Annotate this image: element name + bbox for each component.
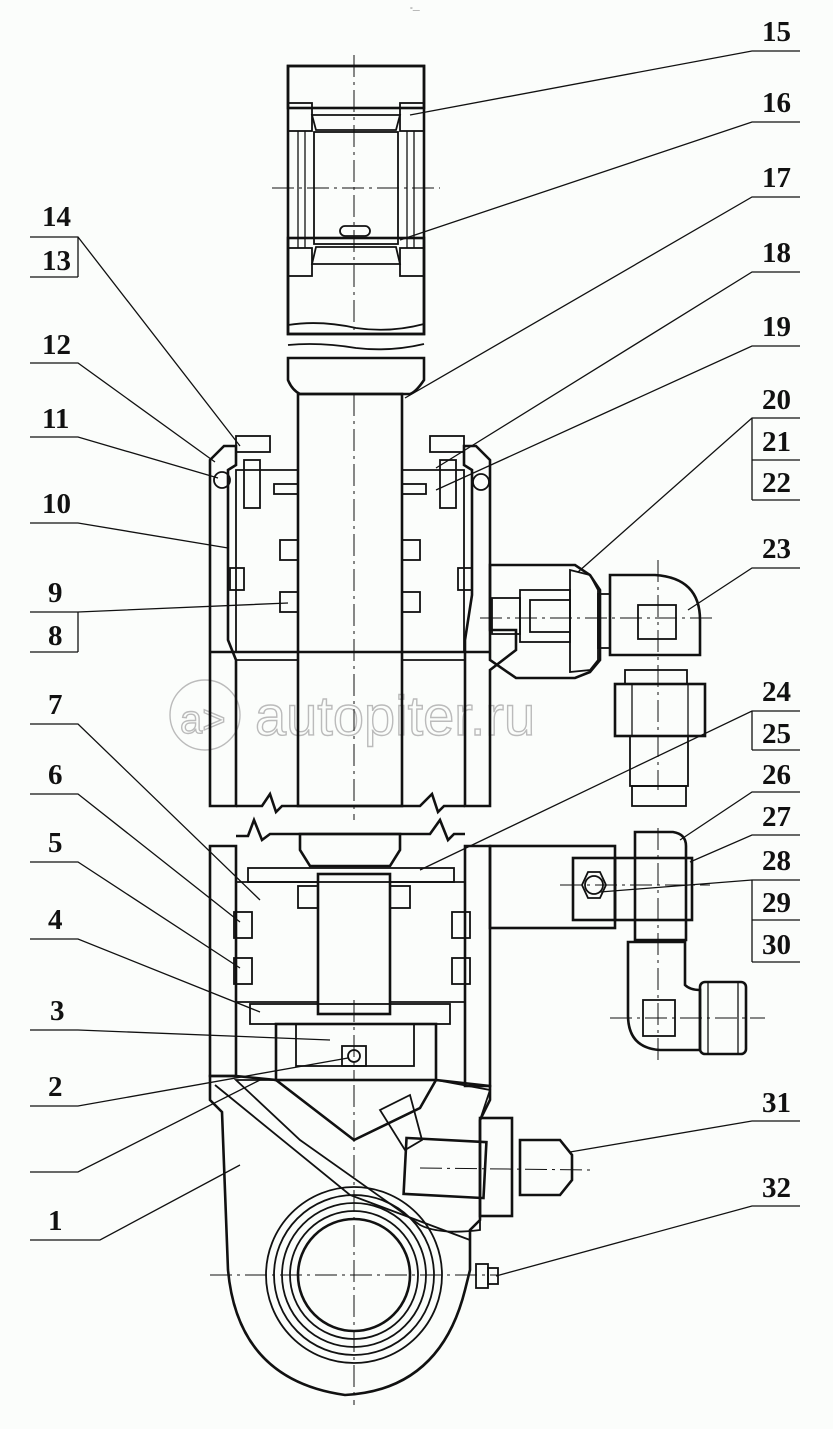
callout-30: 30 [762,929,791,961]
callout-1: 1 [48,1205,63,1237]
callout-14: 14 [42,201,71,233]
callout-5: 5 [48,827,63,859]
callout-24: 24 [762,676,791,708]
callout-27: 27 [762,801,791,833]
callout-31: 31 [762,1087,791,1119]
fitting-side [560,828,765,1060]
callout-15: 15 [762,16,791,48]
watermark: a> autopiter.ru [169,679,536,751]
callout-13: 13 [42,245,71,277]
callout-7: 7 [48,689,63,721]
callouts-left: 14 13 12 11 10 9 8 7 6 5 4 3 2 1 [42,201,71,1237]
lower-eye [208,1074,500,1405]
rod-eye [272,55,440,396]
callout-12: 12 [42,329,71,361]
callout-19: 19 [762,311,791,343]
callout-4: 4 [48,904,63,936]
watermark-logo: a> [180,698,226,742]
callout-6: 6 [48,759,63,791]
port-fitting-upper [480,560,715,807]
callout-28: 28 [762,845,791,877]
callout-11: 11 [42,403,69,435]
piston-rod [296,392,404,820]
callout-26: 26 [762,759,791,791]
callout-29: 29 [762,887,791,919]
callout-8: 8 [48,620,63,652]
callout-10: 10 [42,488,71,520]
callouts-right: 15 16 17 18 19 20 21 22 23 24 25 26 27 2… [762,16,791,1204]
fitting-lower [378,1093,591,1218]
callout-20: 20 [762,384,791,416]
top-mark: °— [410,6,420,14]
callout-18: 18 [762,237,791,269]
callout-17: 17 [762,162,791,194]
cylinder-body [208,816,617,1088]
callout-25: 25 [762,718,791,750]
gland-housing [208,435,602,815]
watermark-logo-icon [169,679,241,751]
callout-16: 16 [762,87,791,119]
callout-3: 3 [50,995,65,1027]
leader-lines [30,50,800,1277]
callout-32: 32 [762,1172,791,1204]
callout-2: 2 [48,1071,63,1103]
callout-22: 22 [762,467,791,499]
callout-21: 21 [762,426,791,458]
callout-9: 9 [48,577,63,609]
callout-23: 23 [762,533,791,565]
